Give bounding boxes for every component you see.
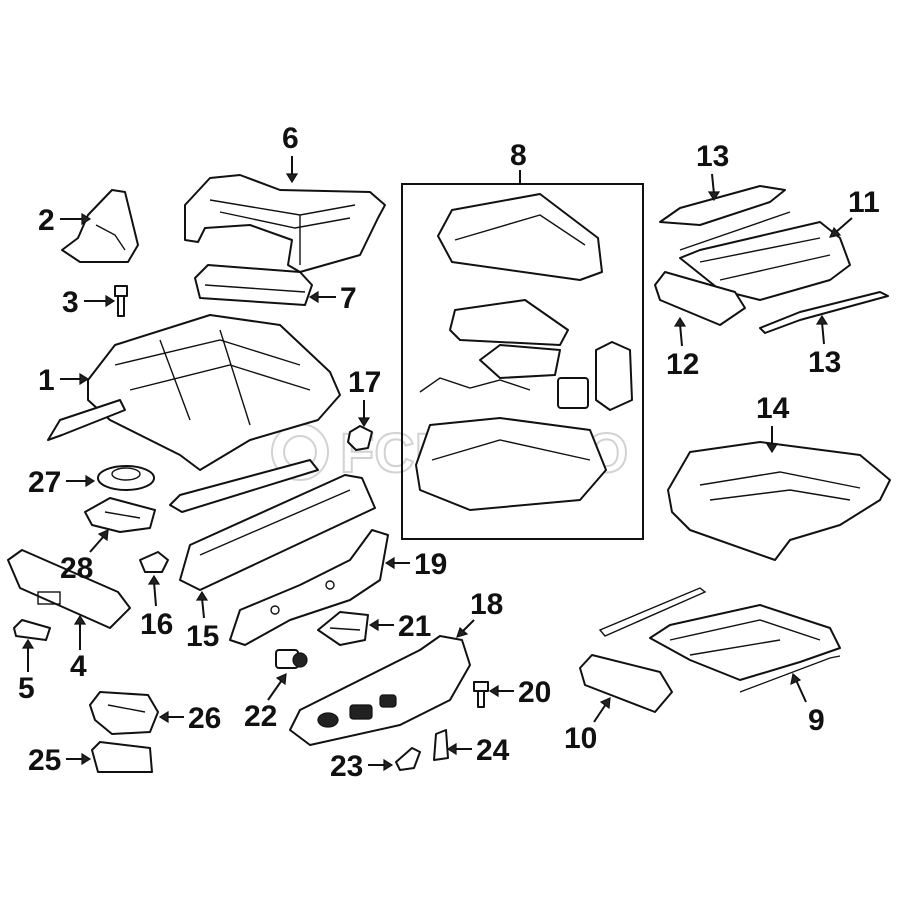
part-16-clip [139, 551, 169, 573]
callout-28: 28 [60, 529, 109, 585]
callout-28-number: 28 [60, 552, 93, 585]
callout-18-number: 18 [470, 588, 503, 621]
callout-25: 25 [28, 744, 92, 777]
part-11-heater-mat [679, 211, 851, 301]
part-23-knob [395, 747, 421, 771]
callout-12-number: 12 [666, 348, 699, 381]
callout-23-number: 23 [330, 750, 363, 783]
part-5-switch [13, 619, 51, 641]
part-10-pad [579, 654, 673, 713]
callout-9: 9 [790, 672, 825, 737]
callout-23: 23 [330, 750, 394, 783]
callout-13-bottom-number: 13 [808, 346, 841, 379]
part-9-heater-mat [598, 587, 841, 693]
callout-6: 6 [282, 122, 299, 184]
callout-27-number: 27 [28, 466, 61, 499]
callout-11-number: 11 [848, 186, 880, 219]
callout-13-bottom: 13 [808, 314, 841, 379]
callout-15: 15 [186, 590, 219, 653]
callout-5: 5 [18, 638, 35, 705]
callout-22-number: 22 [244, 700, 277, 733]
callout-24: 24 [446, 734, 510, 767]
part-25-module [91, 741, 153, 773]
callout-3: 3 [62, 286, 116, 319]
callout-8: 8 [510, 139, 527, 172]
callout-10-number: 10 [564, 722, 597, 755]
part-4-trim [7, 549, 131, 629]
callout-26-number: 26 [188, 702, 221, 735]
callout-1: 1 [38, 364, 90, 397]
callout-22: 22 [244, 673, 287, 733]
callout-7: 7 [308, 282, 357, 315]
callout-8-number: 8 [510, 139, 527, 172]
callout-13-top-number: 13 [696, 140, 729, 173]
callout-13-top: 13 [696, 140, 729, 202]
part-17-clip [347, 425, 373, 451]
callout-20-number: 20 [518, 676, 551, 709]
callout-18: 18 [456, 588, 503, 638]
callout-21: 21 [368, 610, 431, 643]
part-28-plate [84, 497, 156, 533]
part-27-gear [97, 465, 155, 491]
part-24-lever [433, 729, 449, 761]
callout-19: 19 [384, 548, 447, 581]
callout-24-number: 24 [476, 734, 510, 767]
part-18-side-trim [289, 635, 471, 746]
callout-25-number: 25 [28, 744, 61, 777]
callout-16: 16 [140, 574, 173, 641]
callout-15-number: 15 [186, 620, 219, 653]
callout-3-number: 3 [62, 286, 79, 319]
part-7-pad [194, 264, 313, 306]
callout-5-number: 5 [18, 672, 35, 705]
part-2-bracket [61, 189, 139, 263]
callout-10: 10 [564, 697, 611, 755]
part-8-kit-contents [415, 193, 633, 511]
callout-7-number: 7 [340, 282, 357, 315]
kit-frame [401, 183, 644, 540]
callout-17-number: 17 [348, 366, 381, 399]
part-1-seat-frame [47, 314, 341, 513]
callout-2: 2 [38, 204, 92, 237]
callout-20: 20 [488, 676, 551, 709]
callout-19-number: 19 [414, 548, 447, 581]
part-14-cushion [667, 441, 891, 561]
part-20-bolt [473, 681, 489, 708]
callout-17: 17 [348, 366, 381, 428]
callout-21-number: 21 [398, 610, 431, 643]
callout-6-number: 6 [282, 122, 299, 155]
callout-4-number: 4 [70, 650, 87, 683]
callout-1-number: 1 [38, 364, 55, 397]
part-19-strip [229, 529, 389, 646]
part-26-bracket [89, 691, 159, 735]
part-13-strip-bottom [759, 291, 889, 334]
callout-14-number: 14 [756, 392, 790, 425]
callout-11: 11 [828, 186, 880, 238]
part-12-pad [654, 271, 746, 326]
callout-27: 27 [28, 466, 96, 499]
part-13-strip-top [659, 185, 786, 226]
part-15-rail-cover [179, 474, 376, 591]
callout-2-number: 2 [38, 204, 55, 237]
callout-4: 4 [70, 614, 87, 683]
part-6-top-cushion [184, 174, 386, 273]
callout-16-number: 16 [140, 608, 173, 641]
part-3-bolt [114, 285, 128, 317]
part-21-module [317, 611, 369, 646]
callout-14: 14 [756, 392, 790, 454]
part-22-knob [275, 649, 308, 669]
callout-9-number: 9 [808, 704, 825, 737]
callout-26: 26 [158, 702, 221, 735]
callout-12: 12 [666, 316, 699, 381]
